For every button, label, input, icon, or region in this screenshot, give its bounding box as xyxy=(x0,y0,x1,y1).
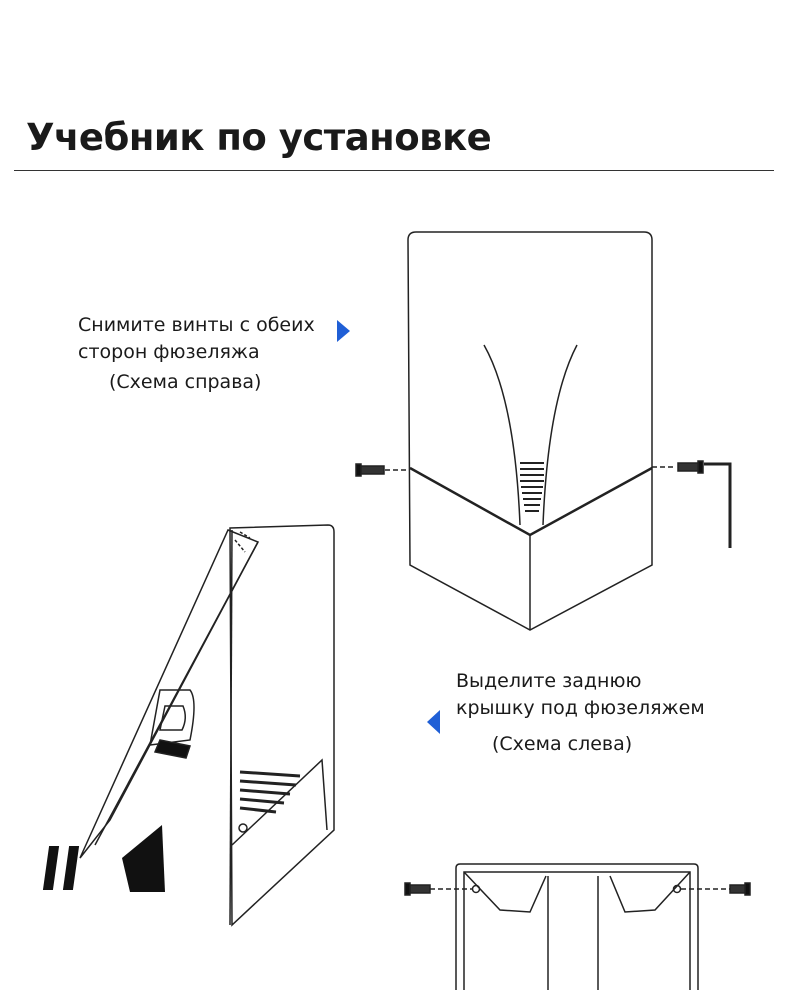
screw-icon xyxy=(729,882,751,896)
screw-icon xyxy=(404,882,431,896)
push-arrow-icon xyxy=(122,825,165,892)
step-2-note: (Схема слева) xyxy=(492,733,633,755)
screw-icon xyxy=(677,460,704,474)
step-1-caption: Снимите винты с обеих сторон фюзеляжа (С… xyxy=(78,312,315,396)
dryer-front-illustration xyxy=(355,231,732,631)
dryer-side-illustration xyxy=(42,524,335,927)
back-cover-illustration xyxy=(404,863,751,990)
screw-icon xyxy=(355,463,385,477)
arrow-right-icon xyxy=(337,320,350,342)
step-1-line-2: сторон фюзеляжа xyxy=(78,341,260,363)
page-title: Учебник по установке xyxy=(26,116,492,159)
step-2-line-2: крышку под фюзеляжем xyxy=(456,697,705,719)
hex-key-icon xyxy=(704,462,732,548)
title-divider xyxy=(14,170,774,171)
step-1-line-1: Снимите винты с обеих xyxy=(78,314,315,336)
step-2-line-1: Выделите заднюю xyxy=(456,670,642,692)
arrow-left-icon xyxy=(427,710,440,734)
step-1-note: (Схема справа) xyxy=(109,371,262,393)
step-2-caption: Выделите заднюю крышку под фюзеляжем (Сх… xyxy=(456,668,705,758)
